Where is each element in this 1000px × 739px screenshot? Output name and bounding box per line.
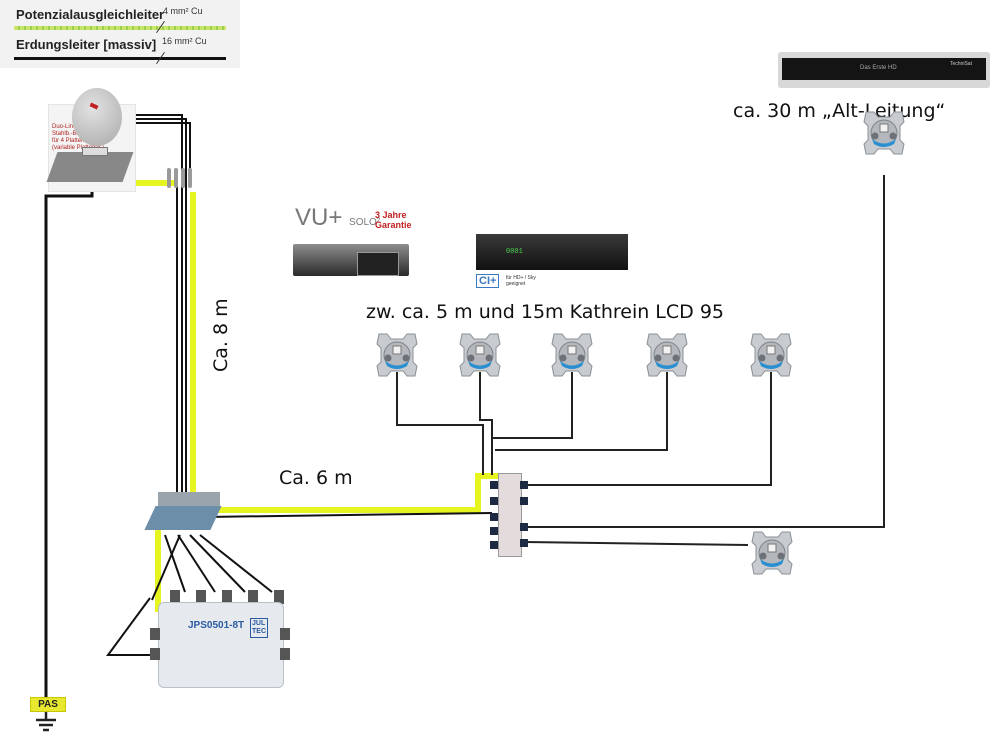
vu-box-flap: [357, 252, 399, 276]
multiswitch-jps0501-8t: JPS0501-8T JUL TEC: [150, 590, 290, 690]
legend-grounding-label: Erdungsleiter [massiv]: [16, 37, 157, 52]
splitter-port: [490, 497, 498, 505]
ms-brand: JUL TEC: [250, 618, 268, 638]
ground-symbol: [36, 711, 56, 732]
ms-side-port: [150, 628, 160, 640]
legend-grounding-size: 16 mm² Cu: [162, 36, 207, 46]
splitter-port: [490, 541, 498, 549]
lnb-bracket: [82, 147, 108, 156]
ci-plus-badge: CI+: [476, 274, 500, 288]
horizontal-run-label: Ca. 6 m: [279, 467, 353, 489]
coax-bundle: [132, 114, 191, 498]
old-line-label: ca. 30 m „Alt-Leitung“: [733, 100, 946, 122]
ms-side-port: [280, 628, 290, 640]
receiver-technisat: Das Erste HD TechniSat: [778, 52, 990, 88]
f-connector: [167, 168, 171, 188]
legend-equipotential-size: 4 mm² Cu: [163, 6, 203, 16]
satellite-dish: Duo-Line Stahlb.-Ballastst. für 4 Platte…: [46, 88, 148, 192]
antenna-socket: [860, 108, 908, 158]
f-connector: [181, 168, 185, 188]
dish-caption: Duo-Line Stahlb.-Ballastst. für 4 Platte…: [52, 124, 105, 151]
pas-ground-label: PAS: [30, 697, 66, 712]
ms-body: [158, 602, 284, 688]
ms-side-port: [150, 648, 160, 660]
ms-port: [170, 590, 180, 604]
antenna-socket: [373, 330, 421, 380]
antenna-socket: [747, 330, 795, 380]
ms-model: JPS0501-8T: [188, 620, 245, 631]
splitter-body: [498, 473, 522, 557]
ground-wire: [44, 160, 94, 700]
coax-to-multiswitch: [106, 512, 493, 656]
ci-box-body: [476, 234, 628, 270]
splitter-port: [490, 513, 498, 521]
block-top: [158, 492, 220, 510]
antenna-socket: [456, 330, 504, 380]
antenna-socket: [748, 528, 796, 578]
ci-display: 0001: [506, 248, 523, 256]
splitter-port: [520, 481, 528, 489]
technisat-display: Das Erste HD: [860, 65, 897, 71]
splitter-port: [520, 523, 528, 531]
wire-legend: Potenzialausgleichleiter 4 mm² Cu Erdung…: [0, 0, 240, 68]
f-connector: [174, 168, 178, 188]
block-front: [144, 506, 222, 530]
legend-equipotential-line: [14, 26, 226, 30]
ms-input-ports: [170, 590, 284, 604]
dish-mount-plate: [46, 152, 134, 182]
splitter: [490, 473, 530, 557]
splitter-port: [490, 481, 498, 489]
dish-reflector: [72, 88, 122, 146]
legend-equipotential-label: Potenzialausgleichleiter: [16, 7, 165, 22]
ms-port: [274, 590, 284, 604]
ms-port: [222, 590, 232, 604]
ms-side-port: [280, 648, 290, 660]
ci-note: für HD+ / Sky geeignet: [506, 275, 536, 287]
vertical-run-label: Ca. 8 m: [210, 298, 232, 372]
f-connector: [188, 168, 192, 188]
socket-coax-lines: [396, 175, 885, 546]
splitter-port: [520, 539, 528, 547]
technisat-brand: TechniSat: [950, 61, 972, 67]
vu-logo: VU+ SOLO²: [295, 204, 381, 231]
receiver-ci-plus: 0001 CI+ für HD+ / Sky geeignet: [472, 230, 632, 292]
equipotential-wire-horizontal: [205, 473, 508, 513]
socket-run-label: zw. ca. 5 m und 15m Kathrein LCD 95: [366, 301, 725, 323]
technisat-front: [782, 58, 986, 80]
antenna-socket: [548, 330, 596, 380]
ms-port: [248, 590, 258, 604]
antenna-socket: [643, 330, 691, 380]
warranty-badge: 3 Jahre Garantie: [375, 210, 412, 230]
receiver-vu-solo2: VU+ SOLO² 3 Jahre Garantie: [285, 202, 415, 287]
legend-grounding-line: [14, 57, 226, 60]
ground-distribution-block: [144, 490, 230, 538]
splitter-port: [520, 497, 528, 505]
splitter-port: [490, 527, 498, 535]
f-connectors: [165, 166, 195, 192]
ms-port: [196, 590, 206, 604]
